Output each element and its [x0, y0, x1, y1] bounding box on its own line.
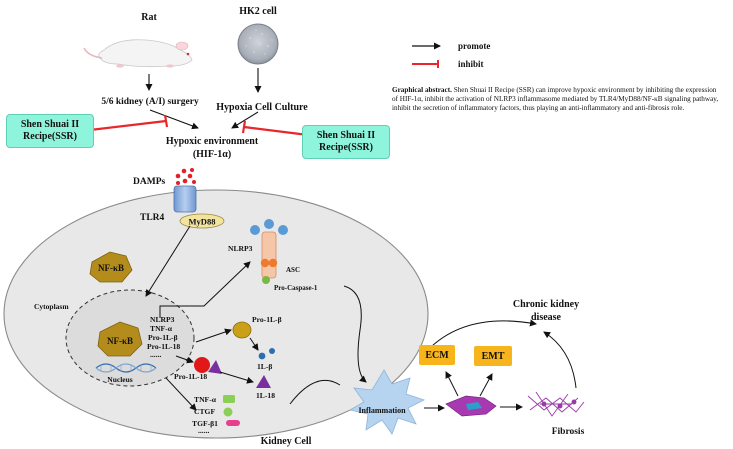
myd88-label: MyD88	[189, 217, 216, 227]
caption-title: Graphical abstract.	[392, 86, 452, 94]
ssr-left-line1: Shen Shuai II	[20, 119, 80, 130]
ecm-box: ECM	[419, 345, 455, 365]
rat-icon	[83, 39, 193, 68]
pro-il18-triangle	[208, 360, 222, 374]
pro-il18-label: Pro-1L-18	[174, 372, 207, 381]
curve-ecm-ckd	[431, 319, 537, 347]
arrow-cell-emt	[479, 373, 493, 397]
activated-cell-nucleus	[466, 402, 482, 410]
hk2-label: HK2 cell	[239, 6, 277, 17]
pro-il18-circle	[194, 357, 210, 373]
emt-box: EMT	[474, 346, 512, 366]
arrow-myd88-nucleus	[145, 225, 191, 297]
inflammation-burst	[348, 369, 426, 435]
legend-promote-label: promote	[458, 41, 490, 51]
nfkb-cytoplasm-label: NF-κB	[98, 263, 124, 273]
damps-label: DAMPs	[133, 177, 165, 187]
inhibit-left	[89, 114, 169, 132]
il18-label: 1L-18	[256, 391, 275, 400]
ecm-label: ECM	[425, 349, 449, 361]
pro-il-beta-shape	[232, 321, 252, 339]
nlrp3-label: NLRP3	[228, 244, 253, 253]
myd88-shape	[179, 213, 225, 229]
fibrosis-label: Fibrosis	[552, 427, 585, 437]
gene-nlrp3: NLRP3	[150, 315, 175, 324]
il-beta-shape-1	[258, 352, 266, 360]
gene-dots: ......	[150, 350, 161, 359]
hif-label: (HIF-1α)	[193, 149, 231, 160]
emt-label: EMT	[481, 350, 505, 362]
arrow-cell-ecm	[445, 371, 459, 397]
tlr4-receptor	[173, 185, 197, 213]
arrow-gene-pro-il18	[175, 355, 194, 364]
cell-specks	[245, 29, 273, 55]
gene-tnf: TNF-α	[150, 324, 173, 333]
inhibit-right	[241, 120, 309, 137]
ckd-label-1: Chronic kidney	[513, 299, 579, 310]
ctgf-icon	[223, 407, 233, 417]
tnf-label: TNF-α	[194, 395, 217, 404]
petri-dish-icon	[237, 23, 279, 65]
fibrosis-icon	[527, 391, 585, 417]
cytoplasm-label: Cytoplasm	[34, 302, 69, 311]
il-beta-shape-2	[269, 348, 275, 354]
surgery-label: 5/6 kidney (A/I) surgery	[101, 96, 199, 107]
tlr4-label: TLR4	[140, 213, 165, 223]
il18-triangle	[256, 375, 271, 388]
asc-label: ASC	[286, 266, 300, 274]
inflammation-label: Inflammation	[358, 406, 406, 415]
secretion-dots: ......	[198, 426, 209, 435]
ssr-right-line2: Recipe(SSR)	[319, 142, 373, 153]
nfkb-nucleus-shape	[97, 321, 143, 357]
arrow-il18	[219, 371, 254, 384]
caption-text: Shen Shuai II Recipe (SSR) can improve h…	[392, 86, 719, 112]
arrow-il-beta	[249, 337, 259, 351]
curve-caspase-inflammation	[343, 285, 367, 383]
hypoxic-env-label: Hypoxic environment	[166, 136, 259, 147]
arrow-surgery-hypoxic	[149, 109, 199, 130]
tgf-icon	[226, 420, 240, 426]
ssr-right-line1: Shen Shuai II	[316, 130, 376, 141]
nlrp3-inflammasome	[250, 219, 288, 284]
arrow-gene-nlrp3	[159, 261, 251, 318]
nfkb-cytoplasm-shape	[89, 251, 133, 283]
hypoxia-culture-label: Hypoxia Cell Culture	[216, 102, 308, 113]
tnf-icon	[223, 395, 235, 403]
legend: promote inhibit	[412, 41, 490, 69]
curve-fibrosis-ckd	[543, 331, 577, 389]
arrow-gene-pro-il-beta	[195, 328, 232, 343]
nfkb-nucleus-label: NF-κB	[107, 336, 133, 346]
il-beta-label: 1L-β	[257, 362, 272, 371]
graphical-abstract-caption: Graphical abstract. Shen Shuai II Recipe…	[392, 86, 722, 113]
dna-icon	[95, 363, 157, 373]
nucleus-label: Nucleus	[107, 375, 133, 384]
gene-pro-il-beta: Pro-1L-β	[148, 333, 178, 342]
ssr-left-line2: Recipe(SSR)	[23, 131, 77, 142]
ckd-label-2: disease	[531, 312, 562, 323]
pro-caspase-label: Pro-Caspase-1	[274, 284, 318, 292]
arrow-gene-secretion	[165, 377, 197, 411]
ctgf-label: CTGF	[194, 407, 215, 416]
legend-inhibit-label: inhibit	[458, 59, 484, 69]
damps-dots	[175, 168, 196, 185]
curve-il18-inflammation	[289, 379, 341, 405]
arrow-culture-hypoxic	[231, 111, 259, 129]
rat-label: Rat	[141, 12, 157, 23]
kidney-cell-label: Kidney Cell	[261, 436, 312, 447]
gene-pro-il18: Pro-1L-18	[147, 342, 180, 351]
pro-il-beta-label: Pro-1L-β	[252, 315, 282, 324]
tgf-label: TGF-β1	[192, 419, 218, 428]
